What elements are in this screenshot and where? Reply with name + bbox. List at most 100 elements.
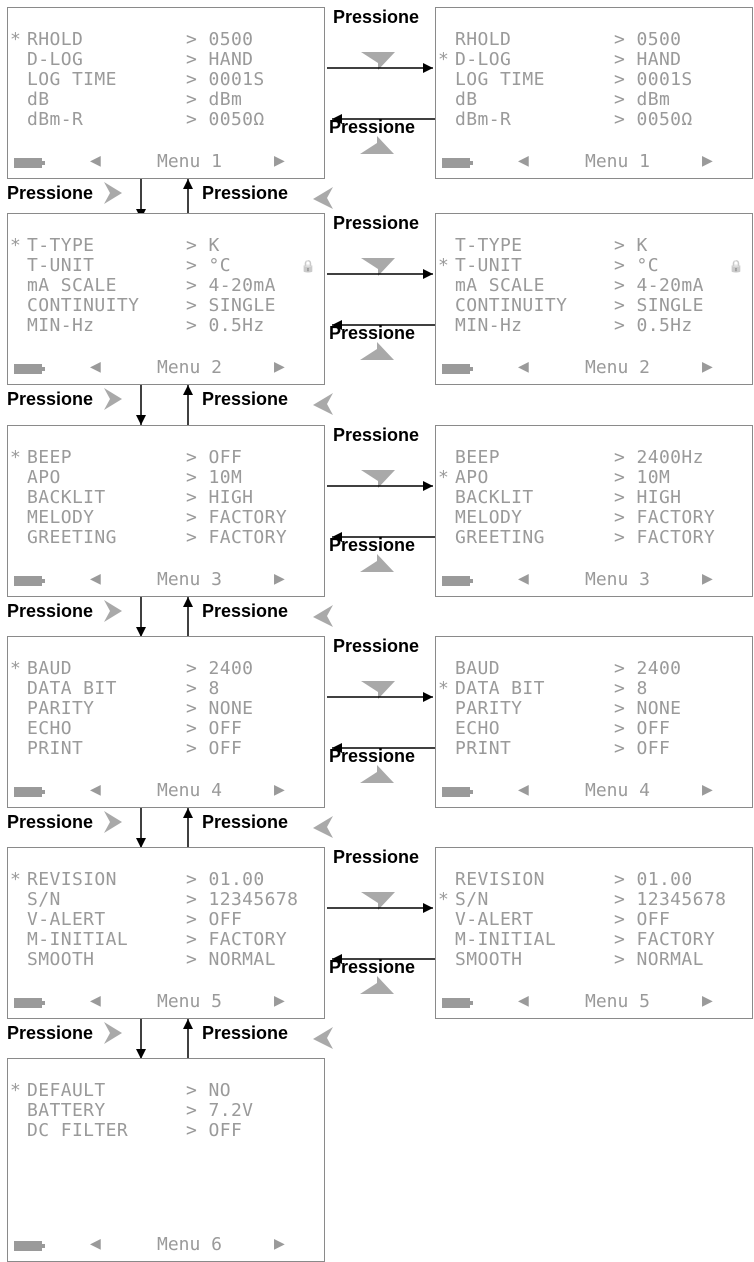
setting-label: DATA BIT — [455, 678, 545, 699]
setting-label: REVISION — [455, 869, 545, 890]
menu-row: *S/N> 12345678 — [438, 890, 750, 910]
press-label: Pressione — [329, 323, 416, 343]
menu-row: V-ALERT> OFF — [10, 910, 322, 930]
setting-value: > SINGLE — [186, 295, 276, 316]
setting-label: RHOLD — [455, 29, 512, 50]
menu-row: dBm-R> 0050Ω — [438, 110, 750, 130]
menu-name: Menu 4 — [157, 780, 223, 801]
setting-label: dB — [27, 89, 50, 110]
press-label: Pressione — [7, 1023, 94, 1043]
selection-marker: * — [10, 1080, 22, 1101]
selection-marker: * — [438, 678, 450, 699]
press-label: Pressione — [333, 425, 420, 445]
selection-marker: * — [10, 235, 22, 256]
setting-value: > 0050Ω — [186, 109, 265, 130]
menu-row: MIN-Hz> 0.5Hz — [10, 316, 322, 336]
menu-row: GREETING> FACTORY — [438, 528, 750, 548]
down-arrow-icon — [361, 681, 395, 699]
setting-value: > FACTORY — [186, 507, 288, 528]
menu-row: PRINT> OFF — [10, 739, 322, 759]
menu-name: Menu 4 — [585, 780, 651, 801]
menu-row: MELODY> FACTORY — [438, 508, 750, 528]
setting-label: PRINT — [455, 738, 512, 759]
menu-row: *APO> 10M — [438, 468, 750, 488]
setting-value: > FACTORY — [614, 929, 716, 950]
setting-value: > HIGH — [186, 487, 254, 508]
menu-row: *D-LOG> HAND — [438, 50, 750, 70]
menu-row: DC FILTER> OFF — [10, 1121, 322, 1141]
menu-row: M-INITIAL> FACTORY — [10, 930, 322, 950]
press-label: Pressione — [333, 213, 420, 233]
menu-row: SMOOTH> NORMAL — [10, 950, 322, 970]
menu-name: Menu 6 — [157, 1234, 223, 1255]
battery-icon — [14, 158, 45, 168]
menu-name: Menu 3 — [157, 569, 223, 590]
setting-label: CONTINUITY — [455, 295, 568, 316]
menu-row: dBm-R > 0050Ω — [10, 110, 322, 130]
press-label: Pressione — [202, 389, 289, 409]
setting-value: > OFF — [186, 447, 243, 468]
up-arrow-icon — [360, 342, 394, 360]
left-arrow-icon: ◀ — [90, 1236, 101, 1252]
arrowhead — [136, 415, 146, 425]
left-arrow-icon — [313, 605, 333, 627]
menu-row: PARITY> NONE — [438, 699, 750, 719]
setting-label: DATA BIT — [27, 678, 117, 699]
setting-label: dBm-R — [27, 109, 84, 130]
setting-value: > 2400Hz — [614, 447, 704, 468]
arrowhead — [136, 1049, 146, 1059]
arrowhead — [332, 320, 342, 330]
setting-label: BEEP — [455, 447, 500, 468]
left-arrow-icon: ◀ — [518, 782, 529, 798]
right-arrow-icon: ▶ — [274, 571, 285, 587]
menu-row: T-TYPE> K — [438, 236, 750, 256]
down-arrow-icon — [361, 470, 395, 488]
press-label: Pressione — [333, 7, 420, 27]
right-arrow-icon: ▶ — [274, 993, 285, 1009]
press-label: Pressione — [329, 117, 416, 137]
setting-value: > dBm — [614, 89, 671, 110]
menu-row: MELODY> FACTORY — [10, 508, 322, 528]
right-arrow-icon: ▶ — [702, 359, 713, 375]
left-arrow-icon: ◀ — [90, 153, 101, 169]
press-label: Pressione — [202, 1023, 289, 1043]
setting-label: T-UNIT — [27, 255, 95, 276]
left-arrow-icon: ◀ — [518, 153, 529, 169]
menu-row: dB> dBm — [438, 90, 750, 110]
setting-label: DC FILTER — [27, 1120, 129, 1141]
menu-row: *DATA BIT> 8 — [438, 679, 750, 699]
menu-row: *BEEP> OFF — [10, 448, 322, 468]
down-arrow-icon — [361, 52, 395, 70]
menu-row: DATA BIT> 8 — [10, 679, 322, 699]
setting-value: > 0.5Hz — [186, 315, 265, 336]
setting-label: RHOLD — [27, 29, 84, 50]
menu-row: APO> 10M — [10, 468, 322, 488]
menu-row: RHOLD> 0500 — [438, 30, 750, 50]
right-arrow-icon: ▶ — [702, 782, 713, 798]
battery-icon — [442, 364, 473, 374]
setting-label: SMOOTH — [455, 949, 523, 970]
setting-value: > 0500 — [186, 29, 254, 50]
menu-row: LOG TIME> 0001S — [10, 70, 322, 90]
right-arrow-icon: ▶ — [274, 782, 285, 798]
battery-icon — [442, 576, 473, 586]
menu-row: M-INITIAL> FACTORY — [438, 930, 750, 950]
setting-label: SMOOTH — [27, 949, 95, 970]
menu-row: BEEP > 2400Hz — [438, 448, 750, 468]
press-label: Pressione — [202, 183, 289, 203]
setting-label: ECHO — [27, 718, 72, 739]
menu-name: Menu 5 — [585, 991, 651, 1012]
menu-row: mA SCALE> 4-20mA — [10, 276, 322, 296]
left-arrow-icon: ◀ — [518, 359, 529, 375]
setting-value: > dBm — [186, 89, 243, 110]
press-label: Pressione — [7, 389, 94, 409]
menu-row: *T-TYPE> K — [10, 236, 322, 256]
up-arrow-icon — [360, 136, 394, 154]
selection-marker: * — [10, 447, 22, 468]
left-arrow-icon: ◀ — [90, 993, 101, 1009]
setting-label: M-INITIAL — [27, 929, 129, 950]
setting-label: S/N — [27, 889, 61, 910]
